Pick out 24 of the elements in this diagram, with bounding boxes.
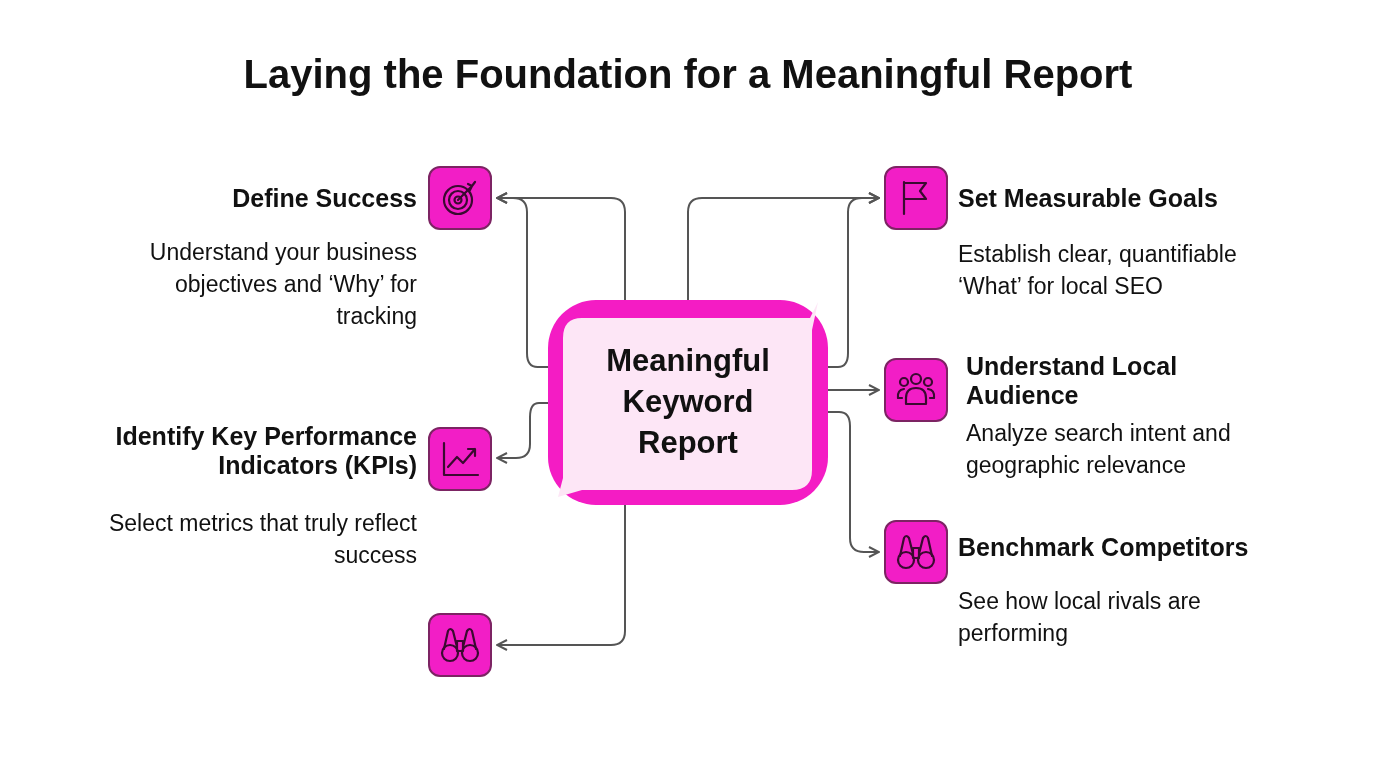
description: Analyze search intent and geographic relevance <box>966 419 1232 480</box>
arrow <box>827 192 880 368</box>
icon-tile <box>884 358 948 422</box>
node-label: Meaningful Keyword Report <box>605 342 771 462</box>
description: Establish clear, quantifiable ‘What’ for local SEO <box>958 240 1238 301</box>
title: Laying the Foundation for a Meaningful Report <box>242 52 1134 97</box>
heading: Understand Local Audience <box>966 352 1179 410</box>
arrow <box>827 411 880 558</box>
arrow <box>827 384 880 396</box>
heading: Benchmark Competitors <box>958 533 1250 562</box>
icon-tile <box>428 166 492 230</box>
heading: Define Success <box>231 184 417 213</box>
description: Understand your business objectives and ‘Why’ for tracking <box>148 238 417 331</box>
description: See how local rivals are performing <box>958 587 1202 648</box>
arrow <box>496 504 626 651</box>
icon-tile <box>884 166 948 230</box>
heading: Set Measurable Goals <box>958 184 1219 213</box>
heading: Identify Key Performance Indicators (KPIs) <box>114 422 417 480</box>
description: Select metrics that truly reflect success <box>107 509 417 570</box>
speech-bubble <box>548 300 828 505</box>
arrow <box>496 192 549 368</box>
icon-tile <box>428 427 492 491</box>
icon-tile <box>884 520 948 584</box>
icon-tile <box>428 613 492 677</box>
